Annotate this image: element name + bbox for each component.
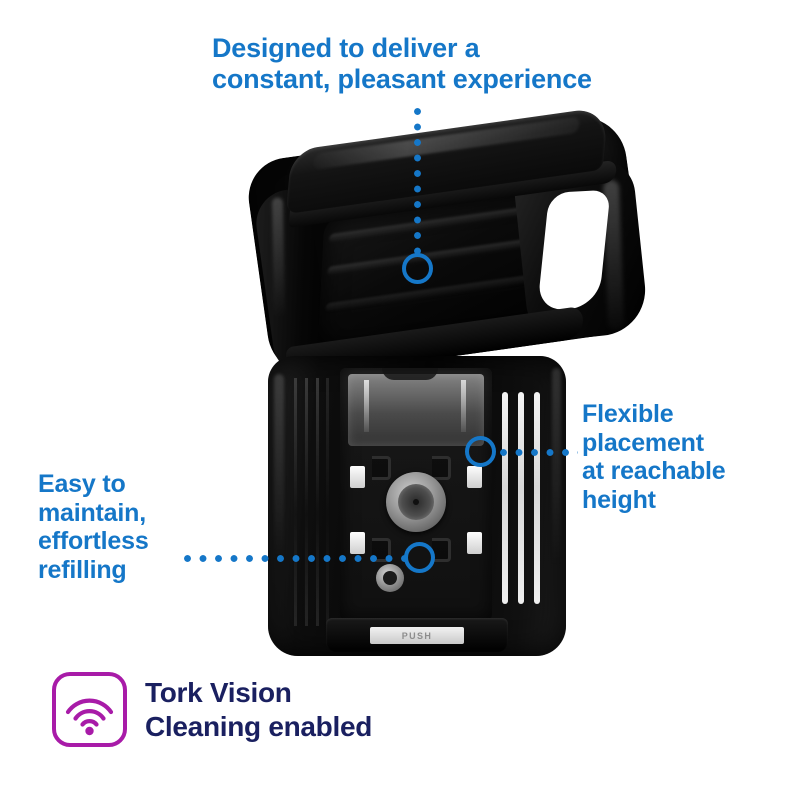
- lid-arch-highlight: [602, 179, 625, 331]
- refill-window: [348, 374, 484, 446]
- connector-line-top: [414, 108, 421, 256]
- mount-hook: [372, 456, 391, 480]
- white-retaining-tab: [350, 466, 365, 488]
- white-retaining-tab: [467, 466, 482, 488]
- refill-notch: [382, 368, 438, 380]
- connector-line-left: [184, 555, 406, 562]
- push-label-text: PUSH: [401, 630, 433, 641]
- left-vent-ribs: [290, 378, 332, 626]
- mount-hook: [432, 456, 451, 480]
- white-retaining-tab: [467, 532, 482, 554]
- white-retaining-tab: [350, 532, 365, 554]
- push-lever: PUSH: [326, 618, 508, 652]
- connector-line-right: [500, 449, 578, 456]
- callout-marker-left: [404, 542, 435, 573]
- mount-hook: [432, 538, 451, 562]
- tork-vision-label: Tork Vision Cleaning enabled: [145, 677, 373, 742]
- lid-left-highlight: [271, 197, 286, 318]
- dispenser-body: PUSH: [268, 356, 566, 656]
- pump-collar: [386, 472, 446, 532]
- wifi-signal-icon: [52, 672, 127, 747]
- internal-chassis: [340, 368, 492, 620]
- tork-vision-badge: Tork Vision Cleaning enabled: [52, 672, 372, 747]
- push-label-plate: PUSH: [370, 627, 464, 644]
- pump-center-dot: [413, 499, 419, 505]
- callout-marker-top: [402, 253, 433, 284]
- lid-arch-opening: [537, 189, 611, 311]
- product-image-dispenser: PUSH: [243, 106, 651, 663]
- body-left-highlight: [274, 374, 284, 624]
- nozzle-port: [376, 564, 404, 592]
- body-right-highlight: [552, 368, 561, 623]
- callout-text-left: Easy to maintain, effortless refilling: [38, 470, 149, 584]
- right-vent-slots: [500, 392, 546, 604]
- callout-text-right: Flexible placement at reachable height: [582, 400, 726, 514]
- lid-rib: [325, 272, 544, 313]
- callout-marker-right: [465, 436, 496, 467]
- callout-text-top: Designed to deliver a constant, pleasant…: [212, 33, 592, 94]
